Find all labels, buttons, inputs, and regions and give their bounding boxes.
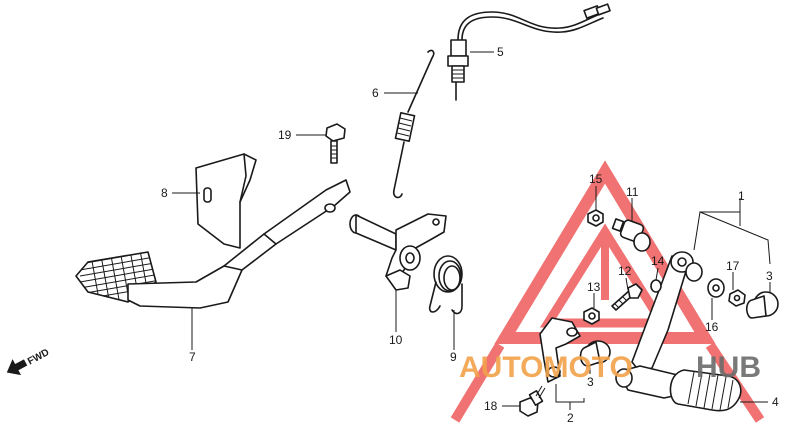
callout-1: 1 — [738, 189, 745, 203]
callout-13: 13 — [587, 280, 601, 294]
watermark-text-a: AUTOMOTO — [459, 351, 633, 384]
arrow-left-icon — [6, 359, 28, 376]
part-2-lower-bracket — [539, 317, 581, 383]
callout-17: 17 — [726, 259, 740, 273]
callout-10: 10 — [389, 333, 403, 347]
part-14-washer — [650, 279, 662, 293]
part-9-return-spring — [428, 255, 463, 315]
part-12-bolt — [611, 283, 643, 311]
part-13-nut — [583, 307, 600, 325]
callout-8: 8 — [161, 186, 168, 200]
part-4-footrest-rubber — [669, 369, 742, 412]
leader-lines — [172, 51, 771, 410]
part-15-nut — [587, 209, 604, 227]
callout-18: 18 — [484, 399, 498, 413]
callout-19: 19 — [278, 128, 292, 142]
callout-11: 11 — [626, 185, 639, 199]
fwd-arrow: FWD — [6, 347, 51, 376]
part-11-pin — [611, 218, 651, 252]
part-10-pivot-shaft — [349, 213, 447, 291]
callout-2: 2 — [567, 411, 574, 425]
callout-16: 16 — [705, 320, 719, 334]
callout-3-lower: 3 — [587, 375, 594, 389]
callout-7: 7 — [189, 350, 196, 364]
callout-14: 14 — [651, 254, 665, 268]
part-7-brake-pedal — [75, 179, 351, 309]
watermark-text: AUTOMOTO HUB — [459, 351, 761, 384]
callouts: 1 2 3 3 4 5 6 7 8 9 10 11 12 13 14 15 16… — [161, 45, 779, 425]
callout-15: 15 — [589, 172, 603, 186]
callout-4: 4 — [772, 395, 779, 409]
part-16-washer — [685, 262, 725, 298]
part-18-bolt — [519, 385, 546, 417]
callout-9: 9 — [450, 350, 457, 364]
part-19-bolt — [325, 123, 346, 164]
callout-3-right: 3 — [766, 269, 773, 283]
part-17-bolt — [728, 289, 746, 307]
fwd-label: FWD — [26, 347, 51, 367]
callout-5: 5 — [497, 45, 504, 59]
callout-6: 6 — [372, 86, 379, 100]
part-3-rubber-caps — [579, 291, 779, 367]
part-8-guard — [195, 153, 257, 249]
callout-12: 12 — [618, 264, 632, 278]
watermark-text-b: HUB — [696, 351, 761, 384]
part-6-spring-rod — [392, 49, 435, 199]
part-5-switch-cable — [447, 3, 611, 101]
